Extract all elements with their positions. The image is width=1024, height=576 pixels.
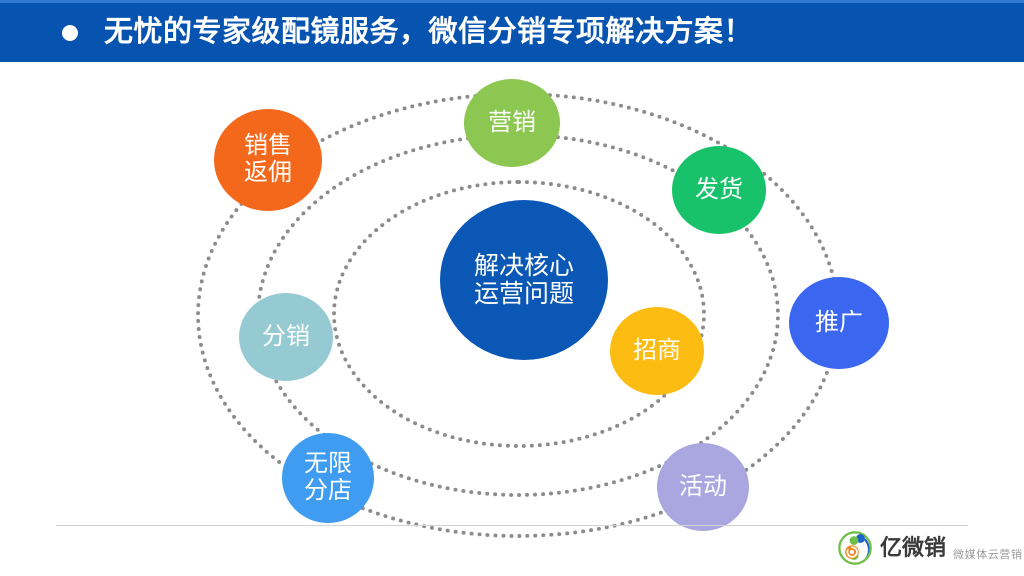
node-label-line2: 运营问题 [473, 280, 574, 308]
node-label-line2: 分店 [304, 477, 352, 504]
brand-name: 亿微销 [880, 535, 947, 560]
node-label-line1: 推广 [815, 308, 863, 336]
diagram-node-unlimited-stores[interactable]: 无限 分店 [282, 433, 374, 523]
node-label-line1: 分销 [262, 322, 310, 350]
diagram-node-promotion[interactable]: 推广 [789, 277, 889, 369]
diagram-node-activity[interactable]: 活动 [657, 443, 749, 531]
inner-orbit-ring [332, 180, 706, 448]
node-label-line1: 解决核心 [473, 252, 574, 280]
node-label-line1: 销售 [244, 132, 292, 160]
bullet-dot-icon [62, 24, 78, 41]
footer-divider [56, 525, 968, 526]
page-title: 无忧的专家级配镜服务，微信分销专项解决方案！ [104, 16, 754, 48]
node-label-line1: 发货 [695, 175, 743, 203]
node-label-line2: 返佣 [244, 159, 292, 186]
diagram-node-marketing[interactable]: 营销 [464, 79, 560, 167]
node-label-line1: 招商 [633, 336, 681, 364]
footer-branding: 亿微销 微媒体云营销 [838, 531, 1023, 565]
diagram-node-center[interactable]: 解决核心 运营问题 [440, 200, 608, 360]
node-label-line1: 营销 [488, 108, 536, 136]
diagram-node-sales[interactable]: 销售 返佣 [214, 109, 322, 211]
diagram-node-distribution[interactable]: 分销 [239, 293, 333, 381]
slide-header-banner: 无忧的专家级配镜服务，微信分销专项解决方案！ [0, 0, 1024, 62]
diagram-node-shipping[interactable]: 发货 [672, 146, 766, 234]
node-label-line1: 无限 [304, 450, 352, 478]
brand-tagline: 微媒体云营销 [953, 549, 1023, 561]
company-logo-icon [838, 531, 872, 565]
diagram-node-investment[interactable]: 招商 [610, 307, 704, 395]
node-label-line1: 活动 [679, 472, 727, 500]
